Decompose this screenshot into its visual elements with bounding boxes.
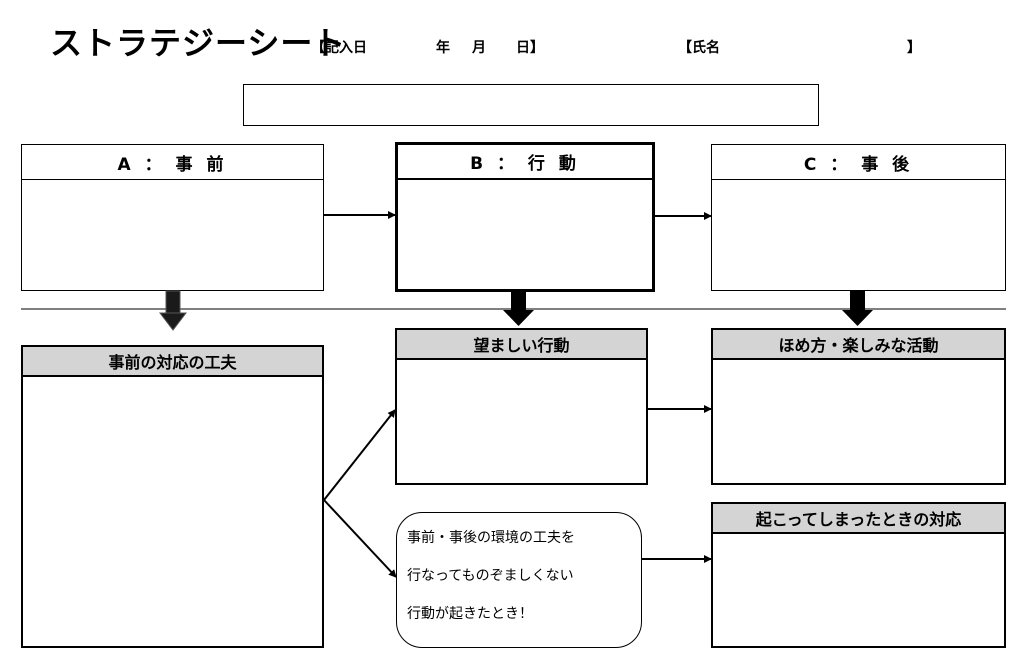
trigger-note-line3: 行動が起きたとき！ xyxy=(407,606,533,622)
desired-behavior-box[interactable]: 望ましい行動 xyxy=(395,328,648,485)
praise-heading: ほめ方・楽しみな活動 xyxy=(713,330,1004,360)
response-heading: 起こってしまったときの対応 xyxy=(713,504,1004,534)
consequence-heading: C ： 事 後 xyxy=(712,145,1005,180)
behavior-heading: B ： 行 動 xyxy=(398,145,652,180)
trigger-note-line2: 行なってものぞましくない xyxy=(407,568,574,584)
praise-box[interactable]: ほめ方・楽しみな活動 xyxy=(711,328,1006,485)
response-box[interactable]: 起こってしまったときの対応 xyxy=(711,502,1006,648)
antecedent-heading: A ： 事 前 xyxy=(22,145,323,180)
antecedent-box[interactable]: A ： 事 前 xyxy=(21,144,324,291)
arrow-prevention-to-desired xyxy=(323,409,396,501)
year-label: 年 xyxy=(436,40,450,56)
prevention-heading: 事前の対応の工夫 xyxy=(23,347,322,377)
down-arrow-a xyxy=(158,290,188,331)
down-arrow-c xyxy=(842,291,873,326)
sheet-title: ストラテジーシート xyxy=(50,24,347,62)
name-label: 【氏名 xyxy=(678,40,720,56)
target-behavior-box[interactable] xyxy=(243,84,819,126)
prevention-box[interactable]: 事前の対応の工夫 xyxy=(21,345,324,648)
arrow-prevention-to-note xyxy=(323,499,397,578)
trigger-note: 事前・事後の環境の工夫を 行なってものぞましくない 行動が起きたとき！ xyxy=(396,512,642,648)
desired-behavior-heading: 望ましい行動 xyxy=(397,330,646,360)
month-label: 月 xyxy=(472,40,486,56)
behavior-box[interactable]: B ： 行 動 xyxy=(395,142,655,292)
name-close-bracket: 】 xyxy=(907,40,921,56)
date-label: 【記入日 xyxy=(311,40,367,56)
day-label: 日】 xyxy=(516,40,544,56)
consequence-box[interactable]: C ： 事 後 xyxy=(711,144,1006,291)
down-arrow-b xyxy=(503,292,534,326)
trigger-note-line1: 事前・事後の環境の工夫を xyxy=(407,530,575,546)
